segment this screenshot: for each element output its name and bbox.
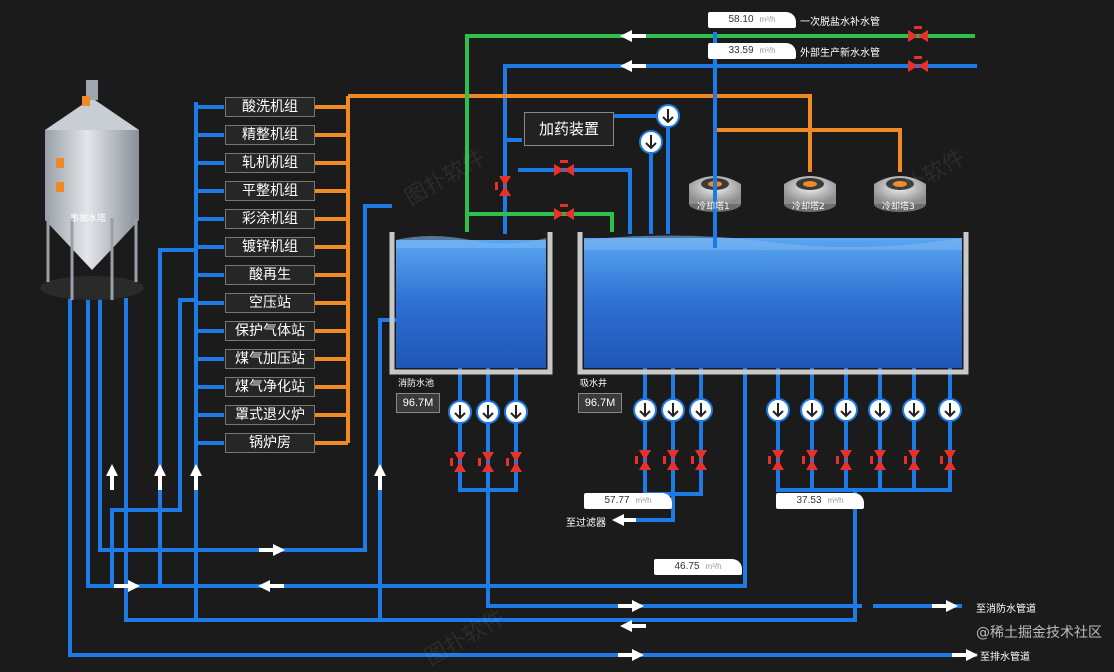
flow-right-pumps-box: 37.53 m³/h: [776, 493, 864, 509]
flow-bottom-value: 46.75: [674, 561, 700, 572]
flow-external-label: 外部生产新水水管: [800, 48, 880, 59]
plant-item[interactable]: 保护气体站: [225, 321, 315, 341]
green-pipes: [465, 34, 975, 232]
plant-item[interactable]: 酸再生: [225, 265, 315, 285]
valve-icons: [450, 26, 956, 472]
dosing-device[interactable]: 加药装置: [524, 112, 614, 146]
plant-item[interactable]: 锅炉房: [225, 433, 315, 453]
cooling-tower-label: 冷却塔2: [792, 202, 825, 212]
flow-bottom-unit: m³/h: [705, 562, 722, 571]
flow-desalt-value: 58.10: [728, 14, 754, 25]
flow-filter-box: 57.77 m³/h: [584, 493, 672, 509]
flow-filter-value: 57.77: [604, 495, 630, 506]
plant-item[interactable]: 空压站: [225, 293, 315, 313]
flow-external-box: 33.59 m³/h: [708, 43, 796, 59]
plant-item[interactable]: 精整机组: [225, 125, 315, 145]
flow-external-unit: m³/h: [759, 46, 776, 55]
footer-credit: @稀土掘金技术社区: [976, 625, 1102, 641]
cooling-tower-label: 冷却塔1: [697, 202, 730, 212]
plant-item[interactable]: 煤气加压站: [225, 349, 315, 369]
flow-arrows: [106, 30, 978, 661]
drain-pipe-outlet-label: 至排水管道: [980, 652, 1030, 663]
flow-desalt-unit: m³/h: [759, 15, 776, 24]
fire-pool-graphic: [389, 232, 553, 375]
flow-bottom-box: 46.75 m³/h: [654, 559, 742, 575]
flow-filter-unit: m³/h: [635, 496, 652, 505]
flow-desalt-label: 一次脱盐水补水管: [800, 17, 880, 28]
flow-right-pumps-unit: m³/h: [827, 496, 844, 505]
fire-pool-level: 96.7M: [396, 393, 440, 413]
orange-pipes: [314, 94, 902, 445]
plant-item[interactable]: 轧机机组: [225, 153, 315, 173]
plant-item[interactable]: 彩涂机组: [225, 209, 315, 229]
flow-filter-label: 至过滤器: [566, 518, 606, 529]
suction-well-level: 96.7M: [578, 393, 622, 413]
cooling-tower-graphics: [689, 32, 926, 248]
suction-well-label: 吸水井: [580, 379, 608, 389]
suction-well-graphic: [577, 232, 969, 375]
pump-arrows: [454, 109, 956, 420]
accident-silo-graphic: [40, 80, 144, 300]
flow-right-pumps-value: 37.53: [796, 495, 822, 506]
fire-pipe-outlet-label: 至消防水管道: [976, 604, 1036, 615]
accident-tank-label: 事故水塔: [70, 214, 107, 224]
flow-desalt-box: 58.10 m³/h: [708, 12, 796, 28]
plant-item[interactable]: 酸洗机组: [225, 97, 315, 117]
fire-pool-label: 消防水池: [398, 379, 435, 389]
flow-external-value: 33.59: [728, 45, 754, 56]
plant-item[interactable]: 罩式退火炉: [225, 405, 315, 425]
plant-item[interactable]: 平整机组: [225, 181, 315, 201]
cooling-tower-label: 冷却塔3: [882, 202, 915, 212]
plant-item[interactable]: 镀锌机组: [225, 237, 315, 257]
plant-item[interactable]: 煤气净化站: [225, 377, 315, 397]
